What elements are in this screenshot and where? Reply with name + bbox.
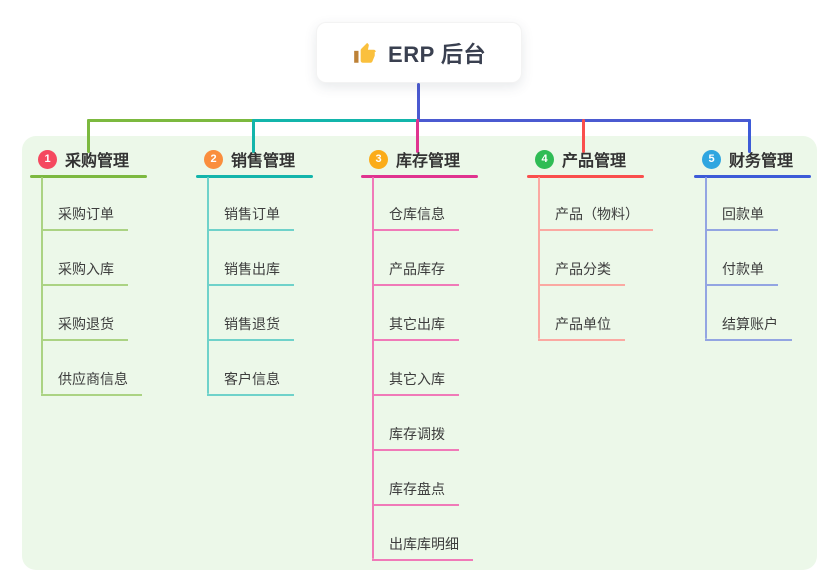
child-node[interactable]: 结算账户 — [705, 311, 792, 341]
child-node[interactable]: 销售退货 — [207, 311, 294, 341]
root-node[interactable]: ERP 后台 — [316, 22, 522, 83]
branch-underline — [527, 175, 644, 178]
child-node[interactable]: 客户信息 — [207, 366, 294, 396]
branch-title-label: 采购管理 — [65, 153, 130, 170]
branch-child-connector — [538, 177, 540, 339]
child-node[interactable]: 产品（物料） — [538, 201, 653, 231]
branch-underline — [196, 175, 313, 178]
child-node[interactable]: 采购入库 — [41, 256, 128, 286]
thumbs-up-icon — [352, 40, 378, 66]
child-node[interactable]: 其它入库 — [372, 366, 459, 396]
branch-connector-drop — [582, 119, 585, 153]
root-connector-vertical — [417, 83, 420, 122]
child-node[interactable]: 销售订单 — [207, 201, 294, 231]
branch-underline — [694, 175, 811, 178]
branch-underline — [30, 175, 147, 178]
branch-child-connector — [372, 177, 374, 559]
branch-number-badge: 2 — [204, 149, 223, 169]
child-node[interactable]: 产品库存 — [372, 256, 459, 286]
branch-underline — [361, 175, 478, 178]
branch-connector-drop — [748, 119, 751, 153]
branch-number-badge: 4 — [535, 149, 554, 169]
branch-node[interactable]: 2 销售管理 — [204, 148, 295, 170]
branch-title-label: 销售管理 — [231, 153, 296, 170]
branch-title-label: 库存管理 — [396, 153, 461, 170]
child-node[interactable]: 产品单位 — [538, 311, 625, 341]
branch-number-badge: 5 — [702, 149, 721, 169]
root-node-label: ERP 后台 — [388, 41, 486, 67]
branch-node[interactable]: 5 财务管理 — [702, 148, 793, 170]
child-node[interactable]: 出库库明细 — [372, 531, 473, 561]
child-node[interactable]: 仓库信息 — [372, 201, 459, 231]
child-node[interactable]: 库存调拨 — [372, 421, 459, 451]
child-node[interactable]: 库存盘点 — [372, 476, 459, 506]
branch-connector-drop — [416, 119, 419, 153]
child-node[interactable]: 回款单 — [705, 201, 778, 231]
branch-connector-drop — [252, 119, 255, 153]
branch-title-label: 财务管理 — [729, 153, 794, 170]
connector-horizontal-midleft — [252, 119, 420, 122]
child-node[interactable]: 付款单 — [705, 256, 778, 286]
branch-number-badge: 1 — [38, 149, 57, 169]
branch-number-badge: 3 — [369, 149, 388, 169]
child-node[interactable]: 采购订单 — [41, 201, 128, 231]
branch-node[interactable]: 3 库存管理 — [369, 148, 460, 170]
branch-node[interactable]: 1 采购管理 — [38, 148, 129, 170]
branch-child-connector — [705, 177, 707, 339]
child-node[interactable]: 采购退货 — [41, 311, 128, 341]
branches-background-panel — [22, 136, 817, 570]
connector-horizontal-left — [87, 119, 255, 122]
branch-node[interactable]: 4 产品管理 — [535, 148, 626, 170]
branch-connector-drop — [87, 119, 90, 153]
child-node[interactable]: 产品分类 — [538, 256, 625, 286]
child-node[interactable]: 其它出库 — [372, 311, 459, 341]
child-node[interactable]: 销售出库 — [207, 256, 294, 286]
branch-title-label: 产品管理 — [562, 153, 627, 170]
child-node[interactable]: 供应商信息 — [41, 366, 142, 396]
